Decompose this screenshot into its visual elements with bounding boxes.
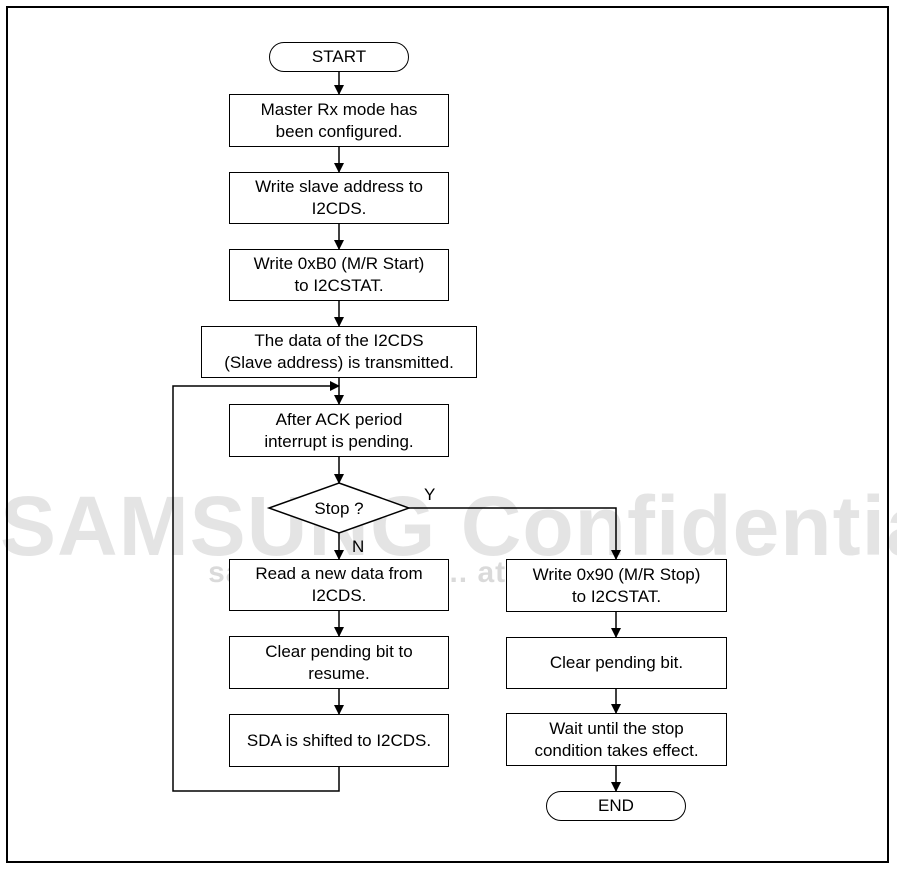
wait-stop-box: Wait until the stop condition takes effe… — [506, 713, 727, 766]
start-terminal: START — [269, 42, 409, 72]
yes-branch-line — [409, 507, 621, 560]
write-slave-box: Write slave address to I2CDS. — [229, 172, 449, 224]
stop-decision-diamond — [266, 482, 412, 534]
yes-label: Y — [424, 485, 436, 504]
clear-resume-box: Clear pending bit to resume. — [229, 636, 449, 689]
diagram-frame — [6, 6, 889, 863]
loop-back-line — [172, 381, 340, 792]
data-transmitted-box: The data of the I2CDS (Slave address) is… — [201, 326, 477, 378]
clear-pending-box: Clear pending bit. — [506, 637, 727, 689]
master-rx-box: Master Rx mode has been configured. — [229, 94, 449, 147]
sda-shift-box: SDA is shifted to I2CDS. — [229, 714, 449, 767]
stop-decision-label: Stop ? — [314, 499, 363, 518]
write-b0-box: Write 0xB0 (M/R Start) to I2CSTAT. — [229, 249, 449, 301]
read-data-box: Read a new data from I2CDS. — [229, 559, 449, 611]
end-terminal: END — [546, 791, 686, 821]
no-label: N — [352, 537, 365, 556]
write-90-box: Write 0x90 (M/R Stop) to I2CSTAT. — [506, 559, 727, 612]
watermark-title: SAMSUNG Confidential — [0, 479, 897, 573]
ack-pending-box: After ACK period interrupt is pending. — [229, 404, 449, 457]
